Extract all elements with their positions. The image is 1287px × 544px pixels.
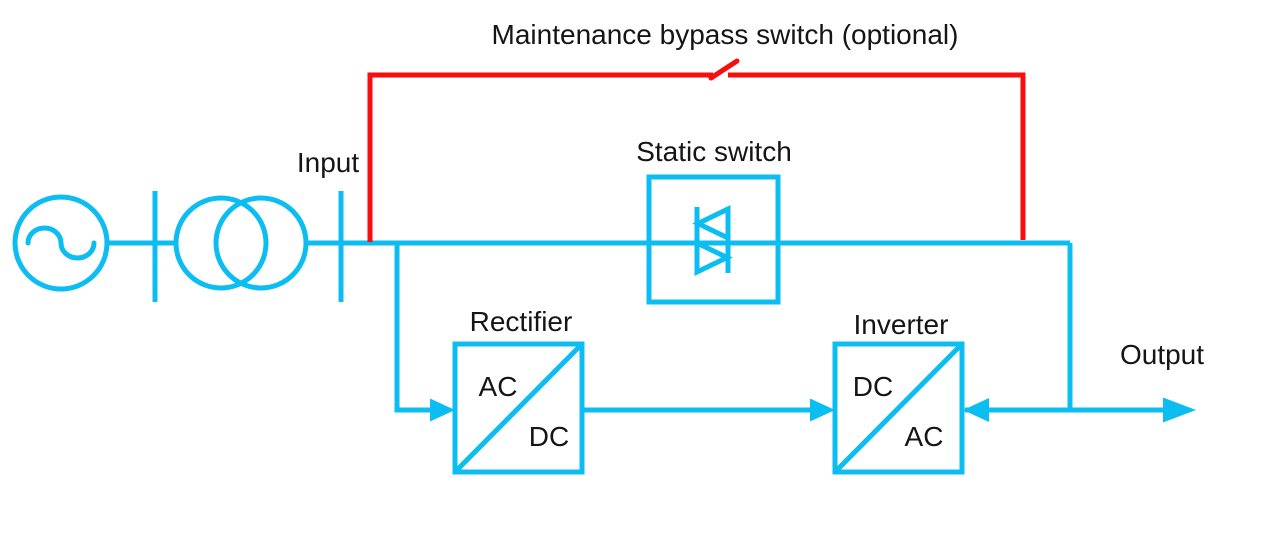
triac-upper-triangle [692,205,731,242]
rectifier-ac-label: AC [479,371,518,402]
bypass-path-lines [367,58,1026,242]
bypass-switch-blade-icon [708,58,740,81]
transformer-primary-symbol [173,195,269,291]
triac-lower-triangle [694,239,733,276]
inverter-box [832,341,965,475]
rectifier-diagonal [453,342,584,474]
arrow-backfeed-inverter-icon [963,398,989,422]
arrow-into-inverter-icon [810,398,835,422]
rectifier-feed-line [394,243,431,413]
power-path-lines [12,174,1168,475]
input-label: Input [297,147,359,178]
inverter-ac-label: AC [905,421,944,452]
transformer-secondary-symbol [213,195,309,291]
rectifier-label: Rectifier [470,306,573,337]
sine-wave-icon [25,225,97,261]
inverter-dc-label: DC [853,371,893,402]
inverter-label: Inverter [854,309,949,340]
static-switch-box [646,174,781,305]
inverter-diagonal [833,342,964,474]
bypass-right-line [728,72,1026,240]
bypass-switch-label: Maintenance bypass switch (optional) [492,19,959,50]
rectifier-dc-label: DC [529,421,569,452]
static-switch-label: Static switch [636,136,792,167]
output-label: Output [1120,339,1204,370]
diagram-labels: Maintenance bypass switch (optional) Inp… [297,19,1204,452]
flow-arrowheads [430,397,1196,423]
bypass-left-line [367,72,713,242]
arrow-output-icon [1163,397,1196,423]
arrow-into-rectifier-icon [430,398,455,422]
